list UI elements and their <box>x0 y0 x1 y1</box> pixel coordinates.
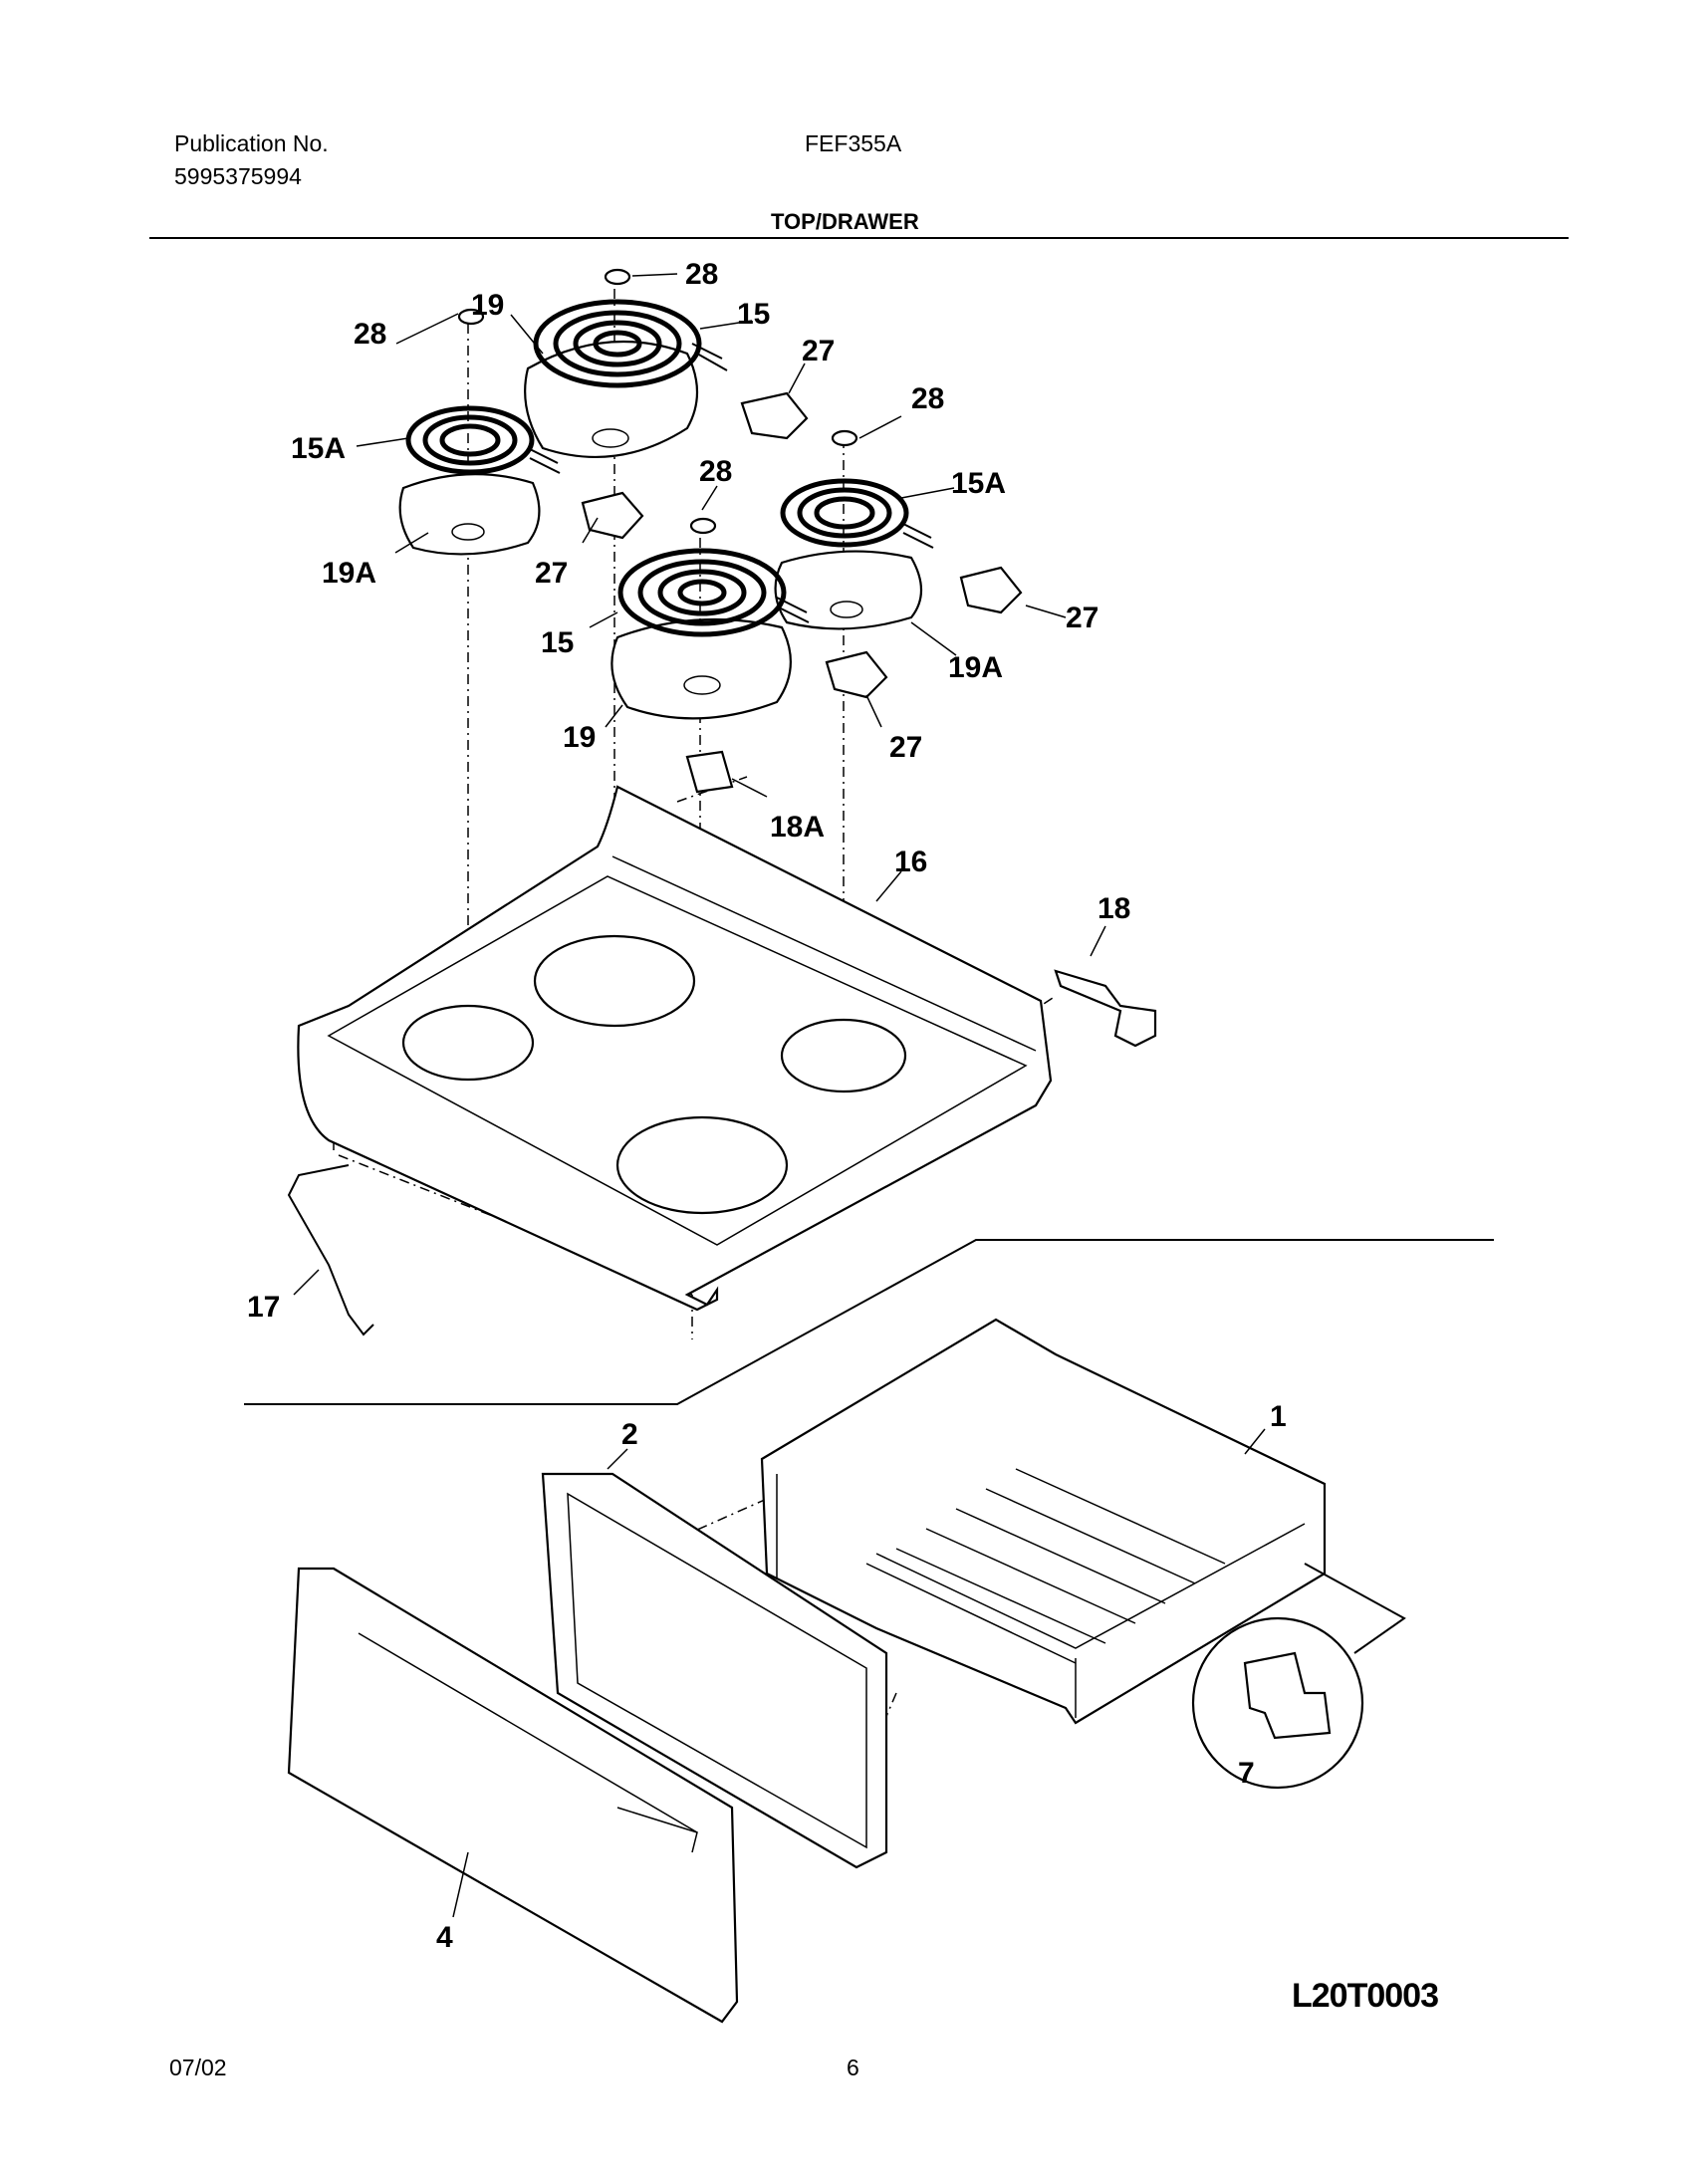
drip-bowl-19A-left <box>398 473 541 556</box>
callout-label: 18 <box>1098 892 1130 925</box>
section-divider <box>244 1239 1494 1405</box>
drip-bowls <box>398 340 922 720</box>
callout-label: 15 <box>737 298 770 331</box>
publication-label: Publication No. <box>174 130 329 156</box>
coil-elements <box>405 299 934 637</box>
receptacle-27-a <box>740 391 809 440</box>
detail-circle-7 <box>1191 1563 1406 1790</box>
drawer-panel-4 <box>287 1567 739 2024</box>
footer-date: 07/02 <box>169 2055 227 2080</box>
callout-labels: 28 28 28 28 19 15 27 15A 15A 19A 27 15 1… <box>247 258 1287 1954</box>
drip-bowl-19-center <box>610 617 792 720</box>
callout-label: 19A <box>322 557 376 590</box>
page-number: 6 <box>847 2055 859 2080</box>
publication-number: 5995375994 <box>174 163 302 189</box>
callout-label: 2 <box>621 1418 638 1451</box>
cap-28-left <box>457 308 485 326</box>
model-number: FEF355A <box>805 130 902 156</box>
callout-label: 27 <box>535 557 568 590</box>
drip-bowl-19A-right <box>774 550 922 630</box>
callout-label: 27 <box>1066 602 1098 634</box>
coil-15A-right <box>780 478 934 549</box>
drawing-code: L20T0003 <box>1292 1977 1439 2015</box>
callout-label: 1 <box>1270 1400 1287 1433</box>
callout-label: 16 <box>894 846 927 878</box>
cap-28-top <box>604 268 631 286</box>
wire-17 <box>287 1164 374 1336</box>
section-title: TOP/DRAWER <box>771 209 919 234</box>
receptacle-27-c <box>959 566 1023 614</box>
callout-label: 15A <box>951 467 1006 500</box>
coil-15-top <box>533 299 728 388</box>
receptacle-18A <box>685 750 734 794</box>
cap-28-right <box>831 429 858 447</box>
callout-label: 28 <box>699 455 732 488</box>
callout-label: 28 <box>911 382 944 415</box>
drawer-frame-2 <box>541 1472 888 1869</box>
cap-28-center <box>689 517 717 535</box>
coil-15A-left <box>405 405 561 475</box>
callout-label: 19A <box>948 651 1003 684</box>
bracket-18 <box>1054 969 1157 1048</box>
callout-label: 15 <box>541 626 574 659</box>
callout-label: 7 <box>1238 1757 1255 1790</box>
receptacles <box>581 391 1023 794</box>
receptacle-27-b <box>581 491 644 540</box>
drawer-body-1 <box>760 1318 1327 1725</box>
header-divider <box>149 237 1569 239</box>
cooktop-16 <box>297 785 1053 1312</box>
callout-label: 28 <box>685 258 718 291</box>
callout-label: 19 <box>563 721 596 754</box>
burner-caps <box>457 268 858 535</box>
callout-label: 17 <box>247 1291 280 1324</box>
callout-label: 19 <box>471 289 504 322</box>
coil-15-center <box>617 548 810 637</box>
callout-label: 27 <box>889 731 922 764</box>
receptacle-27-d <box>825 650 888 699</box>
leader-lines <box>293 273 1266 1918</box>
callout-label: 28 <box>354 318 386 351</box>
callout-label: 18A <box>770 811 825 844</box>
callout-label: 27 <box>802 335 835 367</box>
callout-label: 15A <box>291 432 346 465</box>
callout-label: 4 <box>436 1921 453 1954</box>
